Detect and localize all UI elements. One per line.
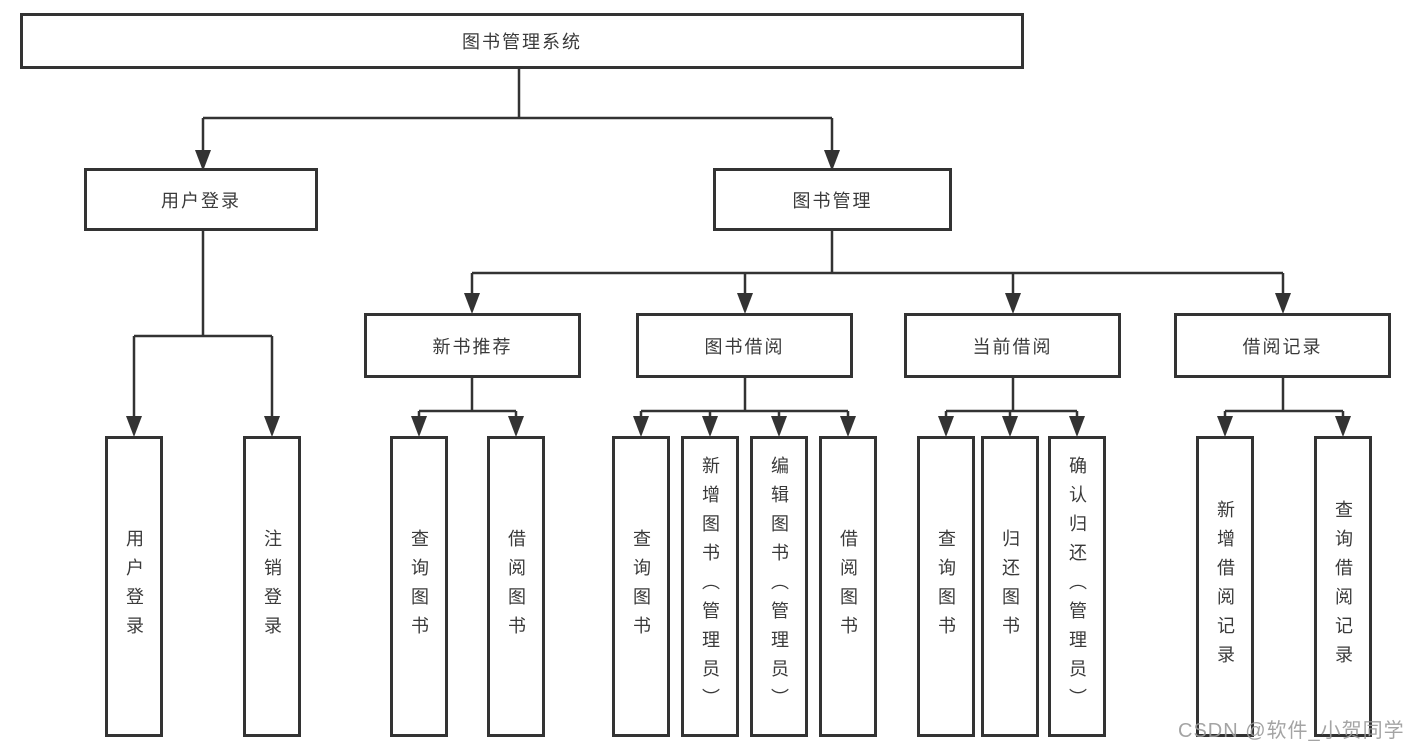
arrow-down-icon	[737, 293, 753, 314]
branch-lines	[132, 69, 1345, 419]
arrow-down-icon	[264, 416, 280, 437]
csdn-watermark: CSDN @软件_小贺同学	[1178, 720, 1405, 742]
node-library-management-system: 图书管理系统	[20, 13, 1024, 69]
leaf-logout-login: 注销登录	[243, 436, 301, 737]
arrow-down-icon	[633, 416, 649, 437]
leaf-return-books: 归还图书	[981, 436, 1039, 737]
arrowhead-icons	[126, 150, 1351, 437]
arrow-down-icon	[126, 416, 142, 437]
arrow-down-icon	[1275, 293, 1291, 314]
arrow-down-icon	[702, 416, 718, 437]
leaf-borrow-books-borrowing: 借阅图书	[819, 436, 877, 737]
leaf-query-borrow-record: 查询借阅记录	[1314, 436, 1372, 737]
leaf-user-login: 用户登录	[105, 436, 163, 737]
arrow-down-icon	[411, 416, 427, 437]
arrow-down-icon	[1217, 416, 1233, 437]
node-borrowing-records: 借阅记录	[1174, 313, 1391, 378]
arrow-down-icon	[195, 150, 211, 171]
arrow-down-icon	[464, 293, 480, 314]
arrow-down-icon	[1005, 293, 1021, 314]
node-current-borrowing: 当前借阅	[904, 313, 1121, 378]
leaf-query-books-current: 查询图书	[917, 436, 975, 737]
arrow-down-icon	[508, 416, 524, 437]
leaf-borrow-books-recommend: 借阅图书	[487, 436, 545, 737]
leaf-query-books-borrowing: 查询图书	[612, 436, 670, 737]
arrow-down-icon	[771, 416, 787, 437]
arrow-down-icon	[824, 150, 840, 171]
node-book-management: 图书管理	[713, 168, 952, 231]
leaf-query-books-recommend: 查询图书	[390, 436, 448, 737]
node-book-borrowing: 图书借阅	[636, 313, 853, 378]
leaf-add-books-admin: 新增图书（管理员）	[681, 436, 739, 737]
arrow-down-icon	[840, 416, 856, 437]
leaf-confirm-return-admin: 确认归还（管理员）	[1048, 436, 1106, 737]
node-user-login: 用户登录	[84, 168, 318, 231]
arrow-down-icon	[1069, 416, 1085, 437]
arrow-down-icon	[1002, 416, 1018, 437]
arrow-down-icon	[1335, 416, 1351, 437]
leaf-edit-books-admin: 编辑图书（管理员）	[750, 436, 808, 737]
arrow-down-icon	[938, 416, 954, 437]
leaf-add-borrow-record: 新增借阅记录	[1196, 436, 1254, 737]
node-new-book-recommendation: 新书推荐	[364, 313, 581, 378]
